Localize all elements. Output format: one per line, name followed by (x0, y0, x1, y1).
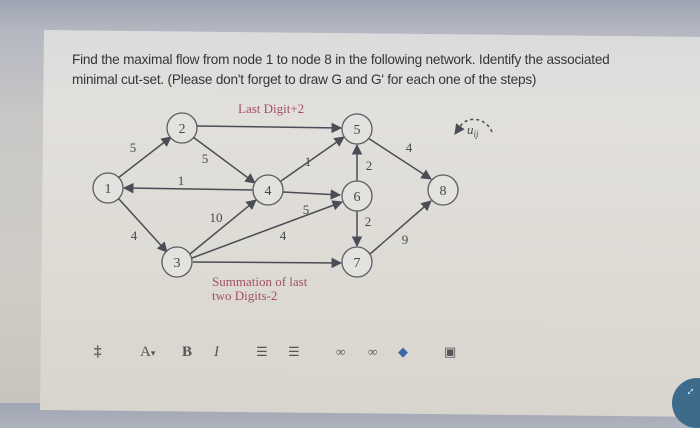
node-8 (427, 174, 459, 206)
edge-4-5 (280, 136, 345, 182)
cap-1-2: 5 (130, 140, 137, 155)
cap-4-5: 1 (305, 154, 312, 169)
node-7 (341, 246, 373, 278)
node-1 (92, 172, 124, 204)
node-4-label: 4 (265, 184, 272, 199)
uij-label: uij (467, 122, 479, 139)
font-color-button[interactable]: A▾ (140, 342, 155, 363)
question-line-2: minimal cut-set. (Please don't forget to… (72, 72, 537, 87)
node-8-label: 8 (440, 184, 447, 199)
node-2-label: 2 (179, 122, 186, 137)
cap-1-3: 4 (131, 228, 138, 243)
edge-2-4 (192, 136, 256, 184)
italic-button[interactable]: I (214, 344, 219, 360)
node-5 (341, 113, 373, 145)
bulleted-list-button[interactable]: ☰ (256, 344, 268, 359)
node-6-label: 6 (354, 190, 361, 205)
node-3-label: 3 (174, 256, 181, 271)
edge-3-7 (192, 257, 343, 269)
edge-7-8 (369, 200, 432, 255)
editor-toolbar: ‡ A▾ B I ☰ ☰ ∞ ∞ ◆ ▣ (0, 342, 700, 366)
node-7-label: 7 (354, 256, 361, 271)
image-insert-button[interactable]: ▣ (444, 344, 457, 359)
cap-6-7: 2 (365, 214, 372, 229)
cap-6-5: 2 (366, 158, 373, 173)
unlink-button[interactable]: ∞ (368, 344, 378, 359)
node-2 (166, 112, 198, 144)
chevron-down-icon: ▾ (150, 348, 156, 358)
annotation-last-digit: Last Digit+2 (238, 101, 304, 116)
cap-3-4: 10 (210, 210, 223, 225)
cap-7-8: 9 (402, 232, 409, 247)
edge-5-8 (367, 137, 432, 180)
edge-1-3 (117, 197, 168, 253)
edge-3-6 (191, 200, 343, 259)
question-line-1: Find the maximal flow from node 1 to nod… (72, 52, 610, 67)
cap-5-8: 4 (406, 140, 413, 155)
link-button[interactable]: ∞ (336, 344, 346, 359)
node-1-label: 1 (105, 182, 112, 197)
cap-3-6: 4 (280, 228, 287, 243)
edge-3-4 (189, 199, 257, 255)
node-6 (341, 180, 373, 212)
node-5-label: 5 (354, 123, 361, 138)
node-4 (252, 174, 284, 206)
question-text: Find the maximal flow from node 1 to nod… (72, 50, 672, 90)
resize-icon: ↔ (679, 380, 699, 400)
uij-pointer (454, 118, 493, 135)
network-diagram: 1 2 3 4 5 6 7 8 5 4 5 1 10 4 1 5 2 2 4 9… (92, 101, 493, 303)
node-3 (161, 246, 193, 278)
bold-button[interactable]: B (182, 344, 193, 360)
annotation-summation-line1: Summation of last (212, 274, 308, 289)
edge-1-2 (117, 136, 172, 179)
cap-4-1: 1 (178, 173, 185, 188)
paragraph-format-button[interactable]: ‡ (94, 344, 102, 360)
font-color-icon: A (140, 344, 151, 360)
numbered-list-button[interactable]: ☰ (288, 344, 300, 359)
cap-4-6: 5 (303, 202, 310, 217)
edge-2-5 (196, 122, 343, 134)
cap-2-4: 5 (202, 151, 209, 166)
annotation-summation-line2: two Digits-2 (212, 288, 277, 303)
edge-4-1 (122, 182, 255, 194)
edge-4-6 (282, 189, 342, 200)
special-insert-button[interactable]: ◆ (398, 344, 408, 359)
